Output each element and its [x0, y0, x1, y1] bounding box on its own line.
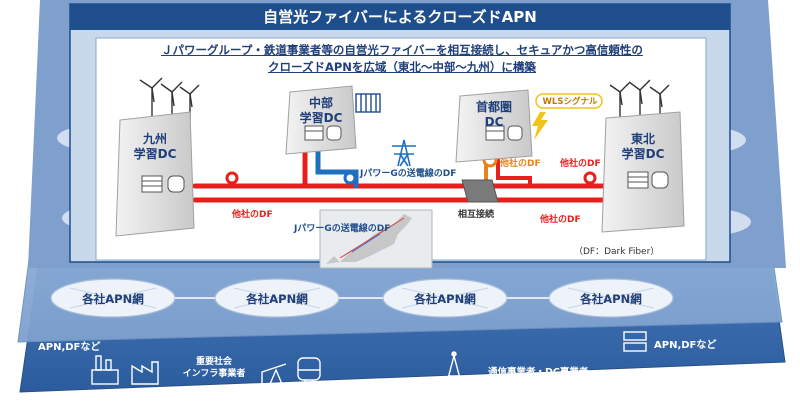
dc-label-chubu: 中部 学習DC — [288, 96, 354, 126]
jpower-label-lower: JパワーGの送電線のDF — [294, 224, 391, 234]
headline-line2: クローズドAPNを広域（東北〜中部〜九州）に構築 — [268, 60, 536, 74]
factory-icon — [131, 361, 159, 385]
oil-pump-icon — [261, 363, 287, 385]
server-rack-icon — [623, 331, 647, 352]
dc-tohoku-type: 学習DC — [621, 147, 665, 161]
train-icon — [297, 357, 321, 387]
dc-tohoku-name: 東北 — [630, 132, 655, 146]
dc-chubu-type: 学習DC — [299, 111, 343, 125]
dc-label-shutoken: 首都圏 DC — [458, 100, 530, 130]
interconnect-label: 相互接続 — [458, 210, 495, 220]
lightning-icon — [532, 112, 548, 140]
dc-label-kyushu: 九州 学習DC — [118, 132, 192, 162]
antenna-tower-icon — [445, 351, 463, 387]
dc-kyushu-name: 九州 — [142, 132, 167, 146]
other-df-label-right-lower: 他社のDF — [540, 215, 581, 225]
jpower-label-upper: JパワーGの送電線のDF — [360, 169, 457, 179]
dc-chubu-name: 中部 — [308, 96, 333, 110]
apn-net-label-1: 各社APN網 — [82, 292, 144, 306]
bottom-icons — [91, 331, 647, 387]
other-df-label-right-upper: 他社のDF — [560, 159, 601, 169]
wls-label: WLSシグナル — [542, 97, 598, 107]
other-df-label-left: 他社のDF — [232, 210, 273, 220]
dc-building-kyushu — [115, 111, 195, 237]
red-fiber-metro — [496, 148, 532, 188]
bottom-note-right: APN,DFなど — [654, 340, 717, 351]
infra-line1: 重要社会 — [195, 357, 232, 367]
telecom-label: 通信事業者・DC事業者 — [488, 367, 589, 378]
banner-bar — [70, 4, 730, 30]
apn-net-label-3: 各社APN網 — [414, 292, 476, 306]
apn-oval-hatch — [69, 287, 655, 309]
server-icons — [141, 125, 669, 193]
interconnect-block — [461, 179, 499, 203]
dc-shutoken-type: DC — [484, 115, 504, 129]
df-note: （DF：Dark Fiber） — [574, 247, 660, 257]
apn-net-label-4: 各社APN網 — [580, 292, 642, 306]
dc-shutoken-name: 首都圏 — [475, 100, 512, 114]
fiber-lines — [192, 137, 613, 203]
power-plant-icon — [91, 355, 119, 385]
dc-kyushu-type: 学習DC — [133, 147, 177, 161]
bottom-note-left: APN,DFなど — [38, 342, 101, 353]
headline-line1: Ｊパワーグループ・鉄道事業者等の自営光ファイバーを相互接続し、セキュアかつ高信頼… — [161, 43, 643, 57]
japan-map-inset — [319, 209, 433, 269]
apn-net-label-2: 各社APN網 — [246, 292, 308, 306]
infra-operators-label: 重要社会 インフラ事業者 — [178, 356, 250, 380]
banner-title: 自営光ファイバーによるクローズドAPN — [263, 8, 537, 26]
other-df-label-mid-upper: 他社のDF — [500, 159, 541, 169]
infra-line2: インフラ事業者 — [182, 369, 246, 379]
wls-callout — [532, 93, 603, 140]
dc-label-tohoku: 東北 学習DC — [604, 132, 682, 162]
power-pylon-icon — [392, 139, 416, 167]
dam-icon — [355, 93, 381, 113]
